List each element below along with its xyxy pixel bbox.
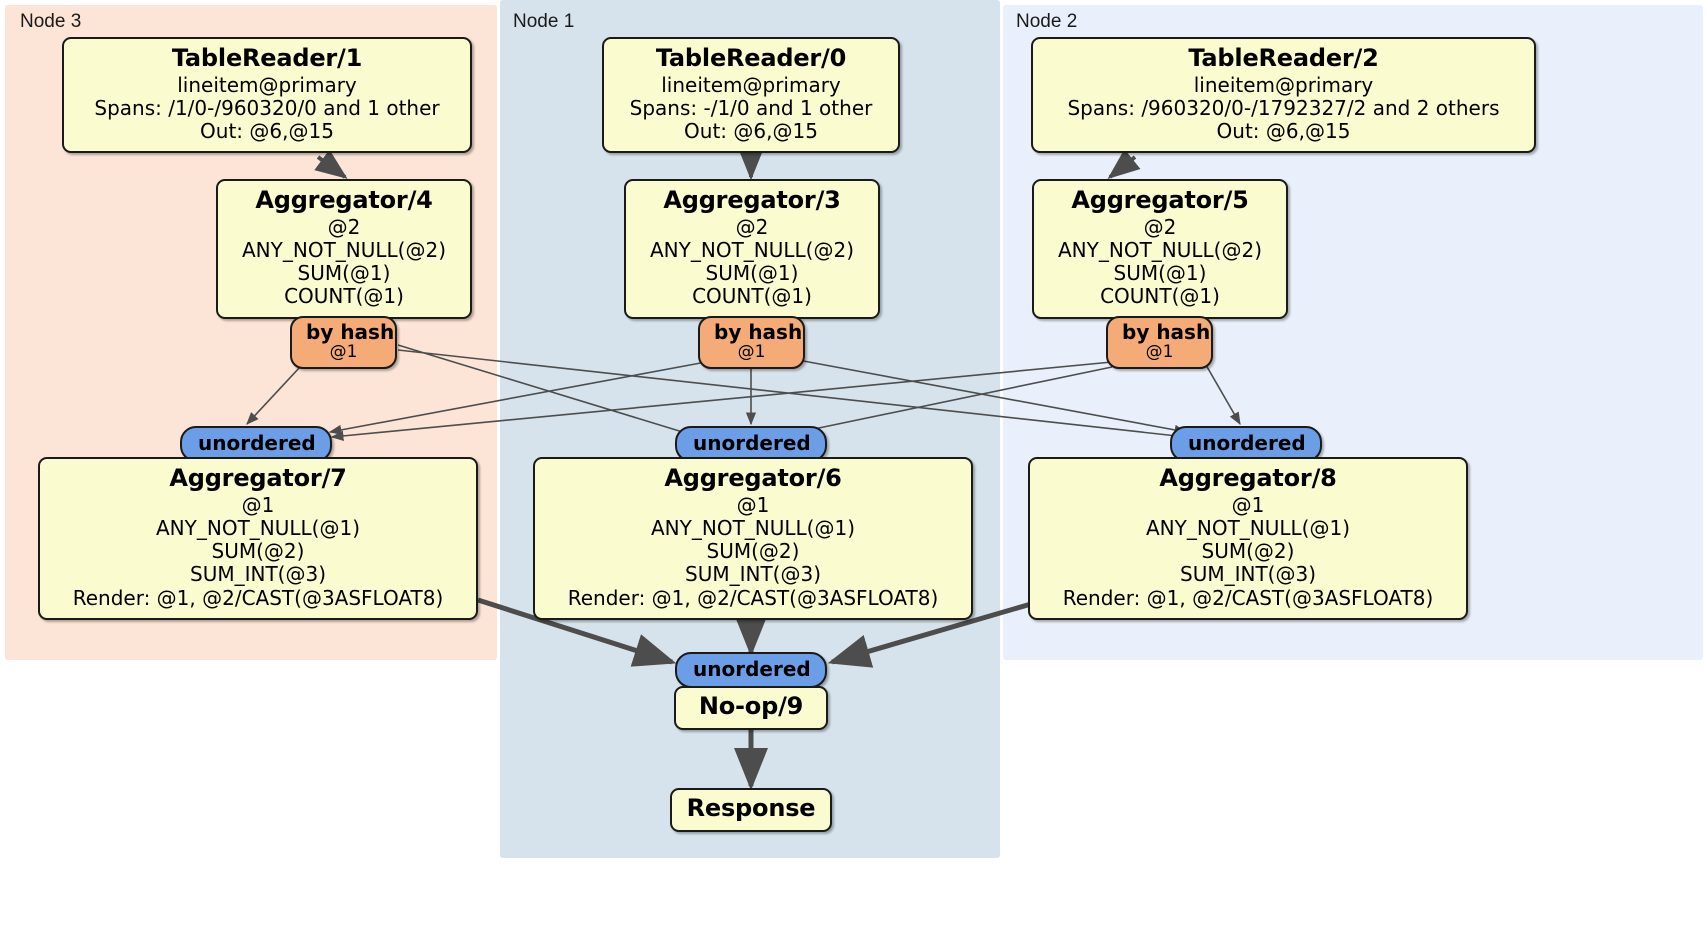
processor-line: ANY_NOT_NULL(@2): [650, 238, 854, 263]
processor-title: TableReader/1: [171, 44, 363, 72]
output-router-by-hash-node2[interactable]: by hash @1: [1106, 316, 1213, 369]
processor-line: ANY_NOT_NULL(@1): [1146, 516, 1350, 541]
processor-line: Out: @6,@15: [684, 119, 818, 144]
processor-line: COUNT(@1): [692, 284, 812, 309]
processor-tablereader-2[interactable]: TableReader/2 lineitem@primary Spans: /9…: [1031, 37, 1536, 154]
processor-line: ANY_NOT_NULL(@1): [156, 516, 360, 541]
processor-line: lineitem@primary: [661, 72, 841, 97]
processor-line: SUM(@2): [1201, 539, 1295, 564]
processor-line: SUM_INT(@3): [1180, 562, 1316, 587]
output-router-by-hash-node1[interactable]: by hash @1: [698, 316, 805, 369]
processor-line: SUM(@1): [705, 261, 799, 286]
processor-line: SUM(@2): [706, 539, 800, 564]
processor-line: SUM_INT(@3): [685, 562, 821, 587]
processor-line: Render: @1, @2/CAST(@3ASFLOAT8): [72, 585, 444, 610]
node-label-node1: Node 1: [513, 11, 575, 32]
processor-tablereader-1[interactable]: TableReader/1 lineitem@primary Spans: /1…: [62, 37, 472, 154]
processor-line: Out: @6,@15: [1216, 119, 1351, 144]
router-kind-label: by hash: [1122, 320, 1211, 344]
processor-line: @1: [1231, 492, 1265, 517]
processor-aggregator-8[interactable]: Aggregator/8 @1 ANY_NOT_NULL(@1) SUM(@2)…: [1028, 457, 1468, 620]
processor-line: COUNT(@1): [1100, 284, 1220, 309]
processor-line: @2: [735, 214, 769, 239]
node-label-node3: Node 3: [20, 11, 82, 32]
processor-title: Aggregator/6: [664, 464, 842, 492]
sync-label: unordered: [198, 431, 316, 455]
processor-line: Render: @1, @2/CAST(@3ASFLOAT8): [567, 585, 939, 610]
processor-title: TableReader/0: [655, 44, 847, 72]
processor-line: lineitem@primary: [1193, 72, 1374, 97]
processor-aggregator-6[interactable]: Aggregator/6 @1 ANY_NOT_NULL(@1) SUM(@2)…: [533, 457, 973, 620]
output-router-by-hash-node3[interactable]: by hash @1: [290, 316, 397, 369]
router-kind-label: by hash: [306, 320, 395, 344]
processor-line: Out: @6,@15: [200, 119, 334, 144]
processor-line: @1: [736, 492, 770, 517]
processor-title: Aggregator/8: [1159, 464, 1337, 492]
processor-line: Spans: /960320/0-/1792327/2 and 2 others: [1067, 96, 1500, 121]
sync-label: unordered: [693, 431, 811, 455]
processor-aggregator-4[interactable]: Aggregator/4 @2 ANY_NOT_NULL(@2) SUM(@1)…: [216, 179, 472, 319]
processor-line: @2: [327, 214, 361, 239]
input-sync-unordered-final[interactable]: unordered: [675, 652, 827, 688]
processor-title: Response: [686, 794, 816, 822]
router-kind-label: by hash: [714, 320, 803, 344]
sync-label: unordered: [693, 657, 811, 681]
processor-line: ANY_NOT_NULL(@2): [242, 238, 446, 263]
processor-line: lineitem@primary: [177, 72, 357, 97]
node-label-node2: Node 2: [1016, 11, 1078, 32]
processor-noop-9[interactable]: No-op/9: [674, 686, 828, 730]
sync-label: unordered: [1188, 431, 1306, 455]
processor-line: COUNT(@1): [284, 284, 404, 309]
processor-line: SUM(@2): [211, 539, 305, 564]
processor-line: SUM(@1): [297, 261, 391, 286]
processor-line: SUM_INT(@3): [190, 562, 326, 587]
processor-aggregator-5[interactable]: Aggregator/5 @2 ANY_NOT_NULL(@2) SUM(@1)…: [1032, 179, 1288, 319]
processor-line: SUM(@1): [1113, 261, 1207, 286]
processor-title: Aggregator/5: [1071, 186, 1249, 214]
processor-aggregator-7[interactable]: Aggregator/7 @1 ANY_NOT_NULL(@1) SUM(@2)…: [38, 457, 478, 620]
router-column-label: @1: [329, 342, 358, 362]
processor-aggregator-3[interactable]: Aggregator/3 @2 ANY_NOT_NULL(@2) SUM(@1)…: [624, 179, 880, 319]
processor-response[interactable]: Response: [670, 788, 832, 832]
processor-tablereader-0[interactable]: TableReader/0 lineitem@primary Spans: -/…: [602, 37, 900, 154]
processor-line: Spans: -/1/0 and 1 other: [629, 96, 873, 121]
processor-line: @2: [1143, 214, 1177, 239]
processor-line: Render: @1, @2/CAST(@3ASFLOAT8): [1062, 585, 1434, 610]
router-column-label: @1: [737, 342, 766, 362]
processor-line: ANY_NOT_NULL(@2): [1058, 238, 1262, 263]
processor-line: ANY_NOT_NULL(@1): [651, 516, 855, 541]
processor-title: TableReader/2: [1188, 44, 1379, 72]
processor-line: Spans: /1/0-/960320/0 and 1 other: [94, 96, 440, 121]
processor-title: Aggregator/3: [663, 186, 841, 214]
processor-title: Aggregator/4: [255, 186, 433, 214]
processor-title: No-op/9: [698, 692, 804, 720]
processor-title: Aggregator/7: [169, 464, 347, 492]
processor-line: @1: [241, 492, 275, 517]
router-column-label: @1: [1145, 342, 1174, 362]
